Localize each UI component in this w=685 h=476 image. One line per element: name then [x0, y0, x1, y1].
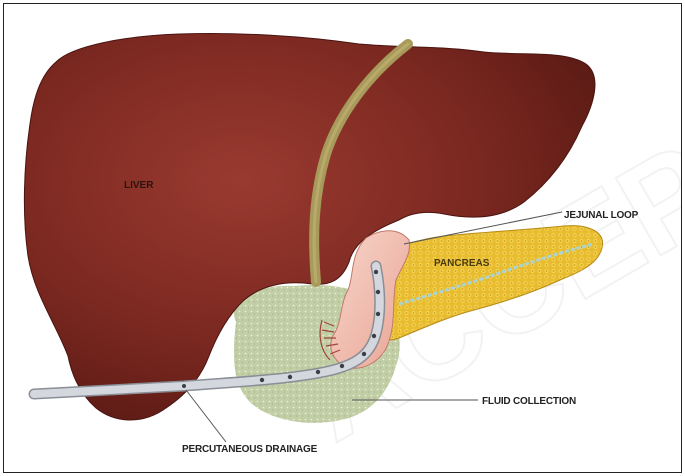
- anatomy-diagram: ACCEPTED LIVER PANCREAS JEJUNAL LOOP: [4, 4, 681, 472]
- figure-frame: ACCEPTED LIVER PANCREAS JEJUNAL LOOP: [3, 3, 682, 473]
- percutaneous-drainage-label: PERCUTANEOUS DRAINAGE: [182, 444, 318, 455]
- fluid-collection-label: FLUID COLLECTION: [482, 396, 576, 407]
- jejunal-loop-label: JEJUNAL LOOP: [564, 210, 639, 221]
- percutaneous-drainage-leader: [186, 390, 226, 442]
- liver-label: LIVER: [124, 180, 154, 191]
- pancreas-label: PANCREAS: [434, 258, 490, 269]
